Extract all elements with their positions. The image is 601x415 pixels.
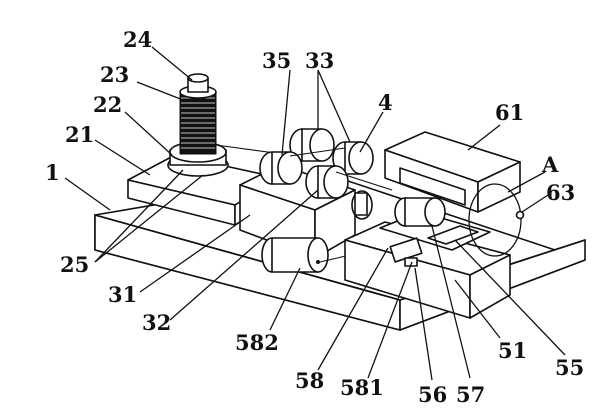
leader-lines (64, 46, 566, 381)
label-25: 25 (60, 252, 89, 277)
label-21: 21 (65, 122, 94, 147)
label-51: 51 (498, 338, 527, 363)
label-55: 55 (555, 355, 584, 380)
motor-582 (261, 237, 396, 273)
label-32: 32 (142, 310, 171, 335)
coil-windings (181, 97, 215, 149)
label-58: 58 (295, 368, 324, 393)
slider-55 (427, 225, 479, 245)
label-23: 23 (100, 62, 129, 87)
label-24: 24 (123, 27, 152, 52)
pin-63 (515, 210, 525, 220)
label-56: 56 (418, 382, 447, 407)
spool-assembly (167, 73, 229, 177)
label-1: 1 (45, 160, 60, 185)
label-4: 4 (378, 90, 393, 115)
label-61: 61 (495, 100, 524, 125)
rollers (259, 128, 393, 199)
label-31: 31 (108, 282, 137, 307)
right-lower-housing (344, 221, 511, 319)
cylinder-57 (394, 197, 446, 227)
label-22: 22 (93, 92, 122, 117)
label-582: 582 (235, 330, 279, 355)
labels: 24 23 22 21 1 25 31 32 35 33 4 582 58 58… (45, 27, 584, 407)
label-57: 57 (456, 382, 485, 407)
guide-pulley (351, 190, 373, 220)
detail-circle-A (468, 183, 522, 257)
label-35: 35 (262, 48, 291, 73)
upper-housing-61 (384, 131, 521, 213)
label-33: 33 (305, 48, 334, 73)
label-581: 581 (340, 375, 384, 400)
label-63: 63 (546, 180, 575, 205)
label-A: A (541, 152, 559, 177)
